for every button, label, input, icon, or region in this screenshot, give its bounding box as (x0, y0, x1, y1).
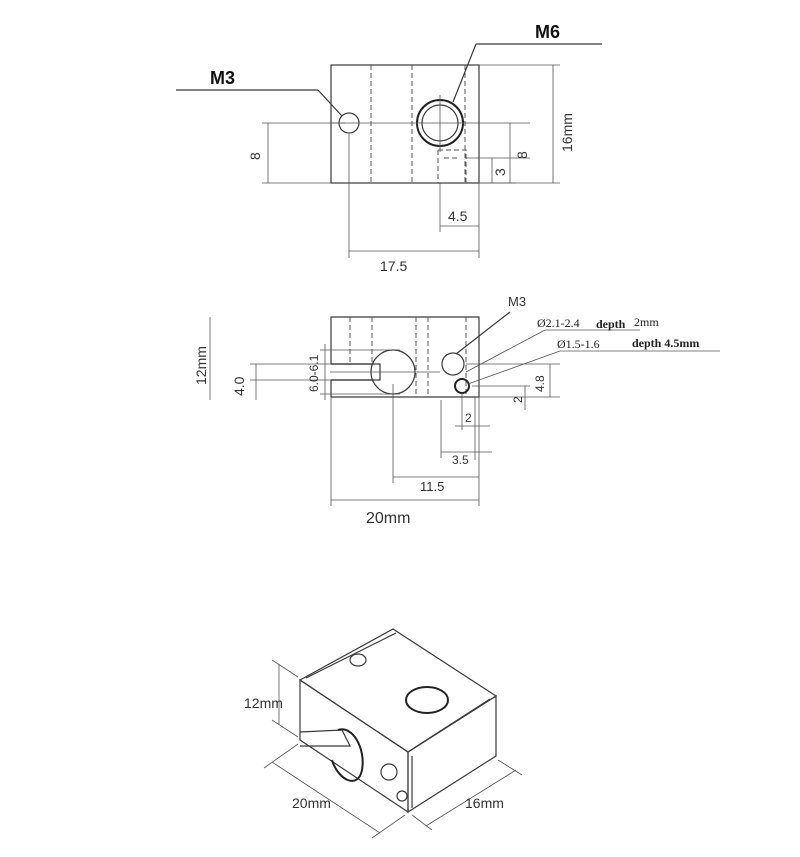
iso-dim-12mm: 12mm (244, 695, 283, 711)
front-dim-4-0: 4.0 (231, 376, 247, 396)
iso-slot (299, 729, 351, 747)
dimension-line (271, 659, 299, 678)
front-note-hole2-depth: depth 4.5mm (632, 336, 699, 350)
iso-small-hole (380, 763, 398, 781)
front-note-hole1-depth: depth (596, 317, 626, 331)
dimension-line (263, 743, 299, 769)
front-dim-2-bottom: 2 (465, 411, 472, 425)
dimension-line (271, 719, 299, 738)
iso-tiny-hole (396, 790, 408, 802)
iso-dim-20mm: 20mm (292, 795, 331, 811)
iso-edge (413, 698, 491, 749)
dimension-line (371, 814, 406, 839)
front-m3-leader (455, 311, 511, 355)
front-view-slot (331, 363, 374, 381)
top-dim-8-right: 8 (514, 151, 530, 159)
dimension-line (425, 769, 517, 827)
front-view-m3-hole (441, 352, 465, 376)
front-note-hole2: Ø1.5-1.6 (557, 337, 600, 351)
front-dim-6-0-6-1: 6.0-6.1 (307, 354, 321, 392)
iso-dim-16mm: 16mm (465, 795, 504, 811)
top-view-hidden-hole (437, 149, 467, 183)
top-view-block-outline (330, 64, 480, 184)
dimension-line (411, 814, 433, 831)
top-dim-17-5: 17.5 (380, 258, 407, 274)
m3-leader (317, 89, 343, 117)
top-m6-label: M6 (535, 22, 560, 42)
front-view-small-hole (454, 378, 470, 394)
front-note-leader (465, 329, 546, 373)
front-dim-3-5: 3.5 (452, 453, 469, 467)
iso-m3-hole-top (349, 653, 367, 667)
top-dim-16mm: 16mm (559, 113, 575, 152)
top-dim-4-5: 4.5 (448, 208, 468, 224)
front-m3-label: M3 (508, 294, 526, 309)
dimension-line (271, 761, 381, 834)
top-view: M3 M6 16mm 8 8 3 4.5 17.5 (176, 22, 602, 274)
front-dim-11-5: 11.5 (420, 479, 444, 494)
iso-bore (331, 728, 364, 782)
top-dim-8-left: 8 (247, 152, 263, 160)
front-view: M3 Ø2.1-2.4 depth 2mm Ø1.5-1.6 depth 4.5… (193, 294, 720, 527)
front-dim-4-8: 4.8 (533, 375, 547, 392)
dimension-line (497, 759, 523, 776)
iso-m6-hole-top (405, 686, 449, 714)
iso-top-face (298, 628, 498, 753)
m6-leader (452, 43, 477, 103)
front-view-block-outline (330, 316, 480, 398)
top-dim-3: 3 (492, 168, 508, 176)
front-dim-12mm: 12mm (193, 346, 209, 385)
iso-edge (305, 632, 397, 679)
iso-view: 12mm 20mm 16mm (244, 628, 523, 839)
top-m3-label: M3 (210, 68, 235, 88)
front-dim-20mm: 20mm (366, 510, 410, 527)
front-dim-2-right: 2 (511, 396, 525, 403)
front-note-hole1-depth-value: 2mm (634, 315, 659, 329)
front-note-hole1: Ø2.1-2.4 (537, 316, 580, 330)
front-note-leader (467, 350, 561, 385)
